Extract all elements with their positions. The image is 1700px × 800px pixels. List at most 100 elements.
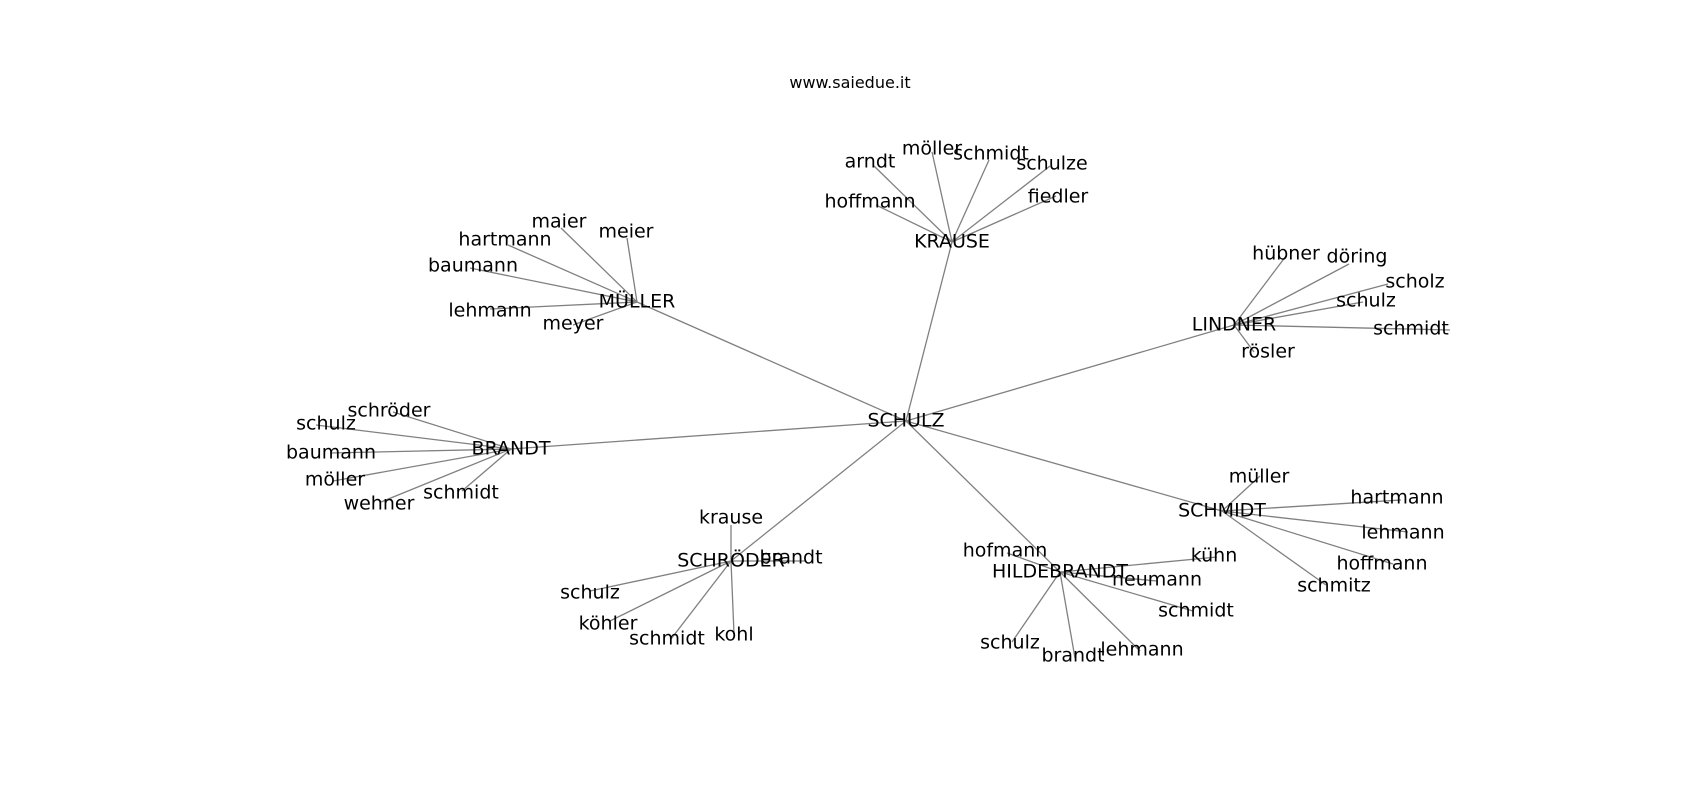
leaf-node-label: möller — [305, 469, 365, 491]
leaf-node-label: scholz — [1385, 271, 1444, 293]
edge-root-hildebrandt — [905, 420, 1061, 573]
edge-schmidt-leaf-0 — [1221, 475, 1261, 512]
leaf-node-label: schmidt — [629, 628, 705, 650]
edge-schroder-leaf-5 — [730, 560, 735, 635]
hub-node-label-krause: KRAUSE — [914, 231, 990, 253]
leaf-node-label: brandt — [1041, 645, 1104, 667]
leaf-node-label: baumann — [428, 255, 518, 277]
leaf-node-label: schmidt — [423, 482, 499, 504]
leaf-node-label: meier — [599, 221, 654, 243]
leaf-node-label: hübner — [1252, 243, 1320, 265]
edge-schroder-leaf-4 — [670, 560, 732, 640]
edge-hildebrandt-leaf-5 — [1059, 571, 1076, 659]
leaf-node-label: schulz — [1336, 290, 1396, 312]
edge-hildebrandt-leaf-1 — [1059, 556, 1218, 573]
hub-node-label-muller: MÜLLER — [599, 290, 676, 313]
edge-lindner-leaf-2 — [1233, 283, 1389, 326]
edge-lindner-leaf-3 — [1233, 301, 1364, 326]
edge-brandt-leaf-1 — [315, 424, 512, 450]
edge-schmidt-leaf-1 — [1221, 499, 1402, 512]
leaf-node-label: schulz — [296, 413, 356, 435]
edge-root-brandt — [510, 420, 907, 450]
leaf-node-label: fiedler — [1028, 186, 1089, 208]
edge-hildebrandt-leaf-3 — [1059, 571, 1194, 612]
edge-lindner-leaf-5 — [1233, 324, 1255, 353]
edge-schroder-leaf-3 — [609, 560, 732, 622]
edge-krause-leaf-1 — [931, 151, 953, 243]
leaf-node-label: köhler — [579, 613, 638, 635]
edge-brandt-leaf-3 — [332, 448, 512, 482]
edge-root-muller — [636, 301, 907, 422]
leaf-node-label: meyer — [543, 313, 604, 335]
leaf-node-label: krause — [699, 507, 763, 529]
leaf-node-label: maier — [532, 211, 587, 233]
edge-krause-leaf-3 — [951, 165, 1051, 243]
edge-muller-leaf-1 — [626, 237, 638, 303]
leaf-node-label: schulze — [1016, 153, 1087, 175]
leaf-node-label: hofmann — [963, 540, 1048, 562]
edge-krause-leaf-0 — [873, 165, 953, 243]
edge-brandt-leaf-2 — [329, 448, 512, 454]
leaf-node-label: lehmann — [448, 300, 531, 322]
edge-muller-leaf-4 — [489, 301, 638, 310]
edge-lindner-leaf-0 — [1233, 255, 1287, 326]
edge-schmidt-leaf-3 — [1221, 510, 1394, 565]
edge-hildebrandt-leaf-0 — [1006, 552, 1061, 573]
leaf-node-label: schmidt — [1373, 318, 1449, 340]
leaf-node-label: schmidt — [1158, 600, 1234, 622]
leaf-node-label: hoffmann — [1337, 553, 1428, 575]
leaf-node-label: lehmann — [1100, 639, 1183, 661]
edge-muller-leaf-2 — [507, 244, 638, 303]
edge-brandt-leaf-0 — [392, 411, 512, 450]
hub-node-label-schmidt: SCHMIDT — [1178, 500, 1266, 522]
leaf-node-label: schröder — [348, 400, 431, 422]
hub-node-label-schroder: SCHRÖDER — [677, 549, 785, 572]
edges-layer — [315, 151, 1451, 659]
edge-root-schmidt — [905, 420, 1223, 512]
leaf-node-label: hartmann — [458, 229, 551, 251]
leaf-node-label: müller — [1229, 466, 1290, 488]
leaf-node-label: schulz — [980, 632, 1040, 654]
leaf-node-label: arndt — [845, 151, 896, 173]
edge-hildebrandt-leaf-6 — [1059, 571, 1141, 652]
hub-node-label-brandt: BRANDT — [472, 438, 551, 460]
edge-schmidt-leaf-2 — [1221, 510, 1409, 533]
edge-lindner-leaf-1 — [1233, 263, 1350, 326]
edge-brandt-leaf-5 — [461, 448, 512, 492]
diagram-title: www.saiedue.it — [789, 73, 910, 92]
leaf-node-label: baumann — [286, 442, 376, 464]
leaf-node-label: möller — [902, 138, 962, 160]
leaf-node-label: schmidt — [953, 143, 1029, 165]
hub-node-label-lindner: LINDNER — [1192, 314, 1276, 336]
leaf-node-label: lehmann — [1361, 522, 1444, 544]
edge-muller-leaf-3 — [469, 267, 638, 303]
edge-schmidt-leaf-4 — [1221, 510, 1327, 586]
leaf-node-label: schmitz — [1297, 575, 1371, 597]
edge-krause-leaf-4 — [875, 204, 953, 243]
leaf-node-label: brandt — [759, 547, 822, 569]
edge-root-krause — [905, 241, 953, 422]
edge-hildebrandt-leaf-4 — [1011, 571, 1061, 643]
leaf-node-label: kohl — [714, 624, 753, 646]
leaf-node-label: rösler — [1241, 341, 1295, 363]
edge-krause-leaf-2 — [951, 159, 990, 243]
leaf-node-label: döring — [1327, 246, 1388, 268]
edge-root-lindner — [905, 324, 1235, 422]
edge-brandt-leaf-4 — [380, 448, 512, 503]
leaf-node-label: kühn — [1191, 545, 1238, 567]
edge-lindner-leaf-4 — [1233, 324, 1451, 331]
edge-muller-leaf-0 — [560, 227, 638, 303]
edge-krause-leaf-5 — [951, 195, 1057, 243]
root-node-label: SCHULZ — [867, 410, 944, 432]
leaf-node-label: wehner — [344, 493, 415, 515]
leaf-node-label: hoffmann — [825, 191, 916, 213]
edge-schroder-leaf-2 — [589, 560, 732, 592]
hub-node-label-hildebrandt: HILDEBRANDT — [992, 561, 1128, 583]
edge-root-schroder — [730, 420, 907, 562]
leaf-node-label: neumann — [1112, 569, 1202, 591]
leaf-node-label: hartmann — [1350, 487, 1443, 509]
leaf-node-label: schulz — [560, 582, 620, 604]
